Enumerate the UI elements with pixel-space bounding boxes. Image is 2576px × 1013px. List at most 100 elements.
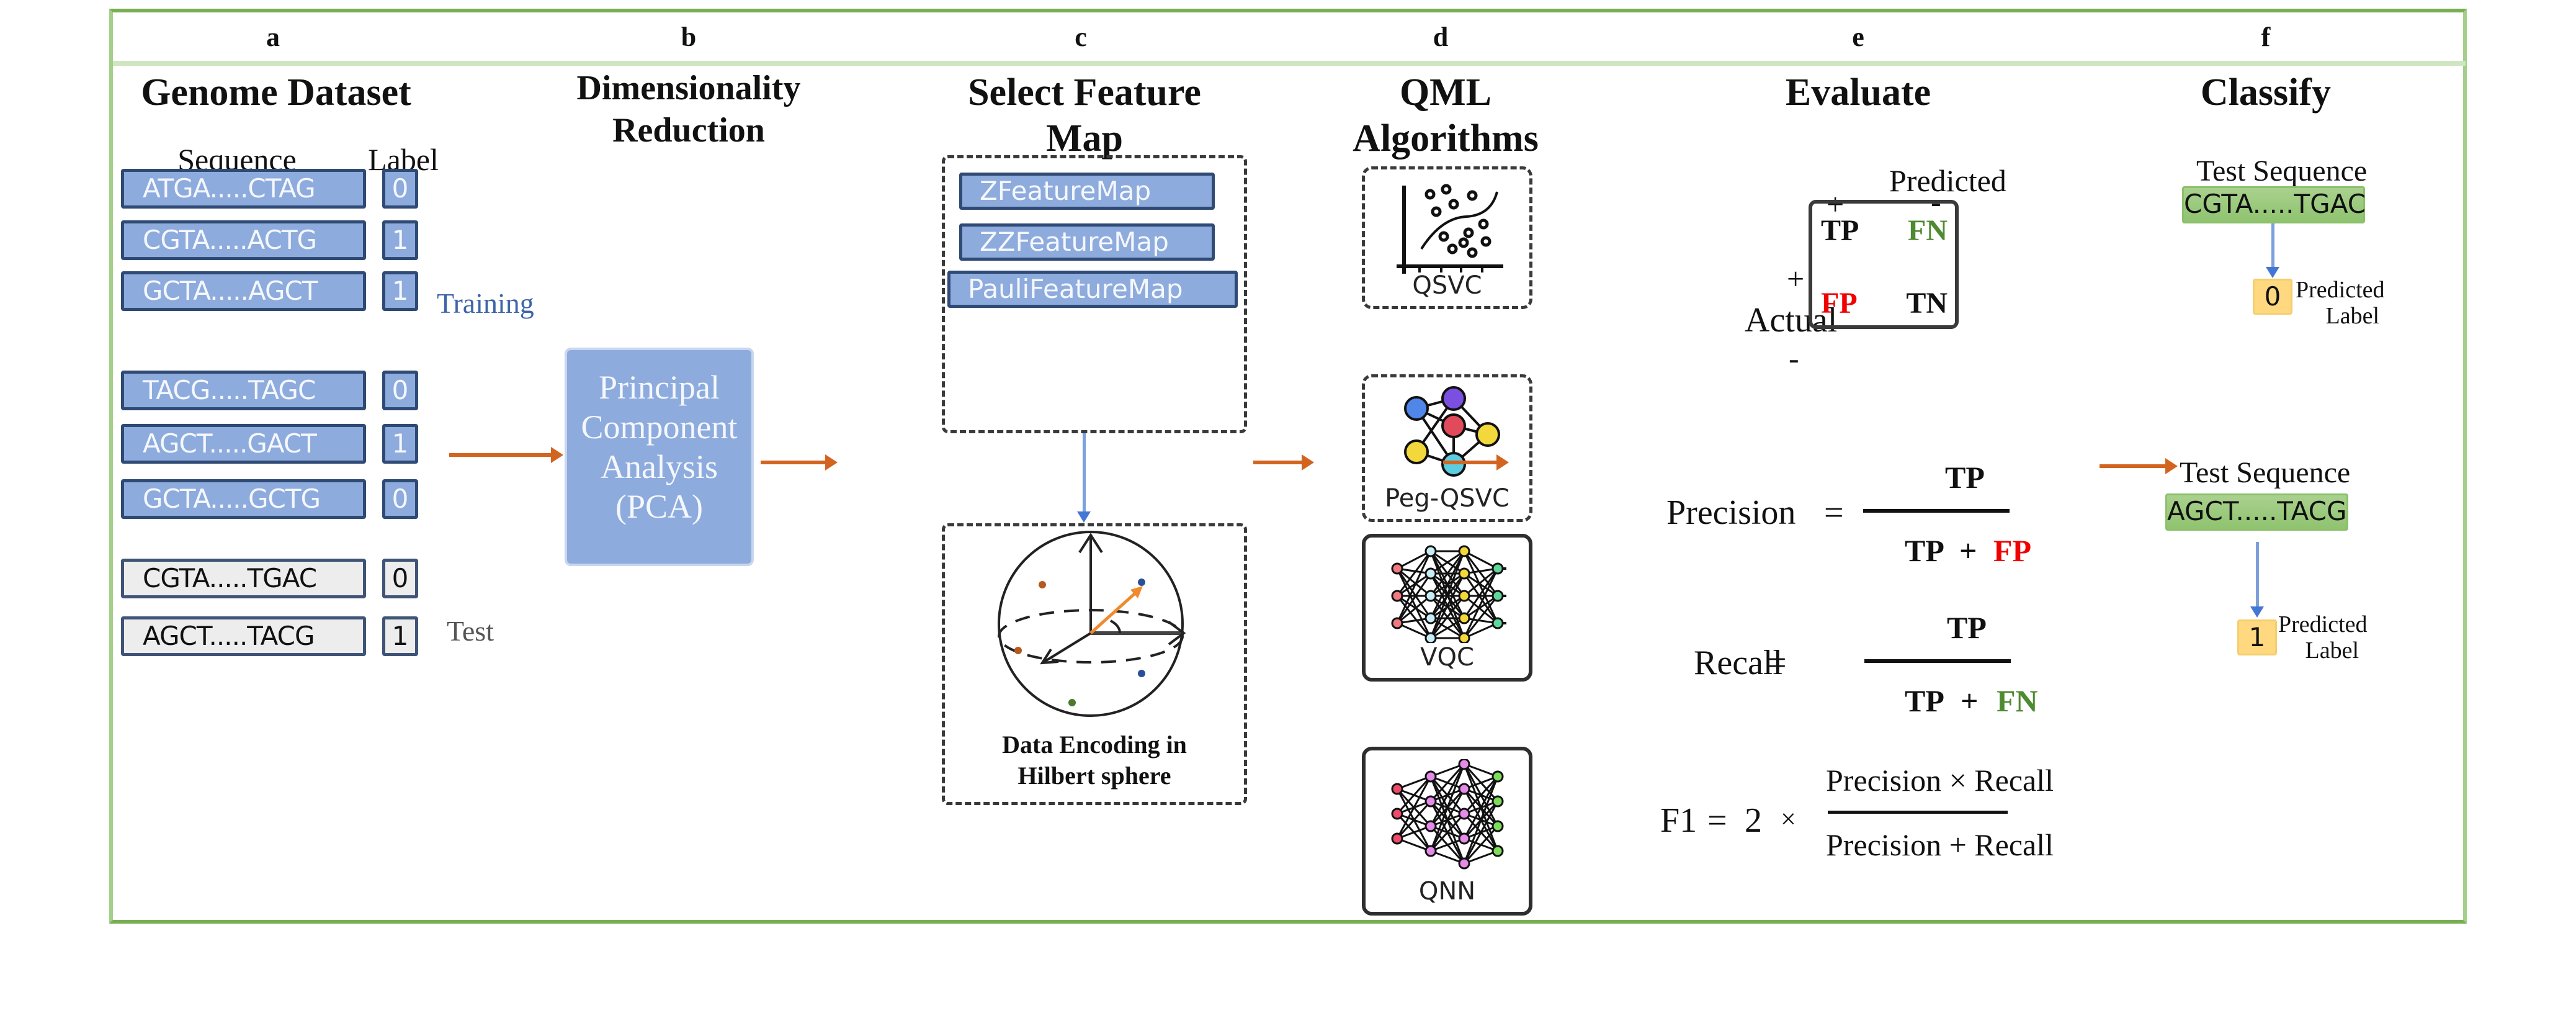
actual-plus: + <box>1787 261 1805 296</box>
network-node <box>1491 590 1503 602</box>
network-node <box>1458 808 1470 820</box>
predicted-label-caption-1: Predicted Label <box>2296 277 2385 329</box>
title-line: Reduction <box>612 111 765 150</box>
network-node <box>1391 808 1403 820</box>
f1-numerator: Precision × Recall <box>1826 763 2054 798</box>
network-node <box>1391 617 1403 629</box>
feature-map-group <box>942 155 1247 433</box>
flow-arrow-e-to-f <box>2100 458 2178 474</box>
algorithm-name: Peg-QSVC <box>1385 484 1509 513</box>
title-dimensionality-reduction: Dimensionality Reduction <box>577 67 801 151</box>
caption-line: Predicted <box>2296 277 2385 303</box>
recall-numerator: TP <box>1947 610 1987 645</box>
training-label: 0 <box>382 169 418 209</box>
network-node <box>1491 617 1503 629</box>
network-node <box>1458 759 1470 770</box>
network-node <box>1391 783 1403 795</box>
network-node <box>1391 590 1403 602</box>
feature-map-option-pauli[interactable]: PauliFeatureMap <box>947 271 1238 308</box>
feature-map-option-z[interactable]: ZFeatureMap <box>959 173 1215 210</box>
predicted-plus: + <box>1827 187 1845 222</box>
caption-line: Label <box>2305 637 2359 664</box>
network-node <box>1391 832 1403 845</box>
network-node <box>1491 820 1503 832</box>
pca-box: Principal Component Analysis (PCA) <box>565 348 754 566</box>
training-label: 1 <box>382 424 418 464</box>
predicted-axis-label: Predicted <box>1889 163 2006 198</box>
network-node <box>1458 612 1470 624</box>
training-tag: Training <box>437 287 534 319</box>
caption-line: Label <box>2325 303 2380 329</box>
algorithm-qnn[interactable]: QNN <box>1362 747 1532 916</box>
network-node <box>1424 795 1436 808</box>
f1-denominator: Precision + Recall <box>1826 827 2054 862</box>
training-label: 1 <box>382 220 418 260</box>
f1-times: × <box>1781 804 1796 834</box>
network-node <box>1424 567 1436 580</box>
flow-arrow-c-to-d <box>1253 454 1314 470</box>
connector-arrow-feature-to-sphere <box>1077 433 1091 523</box>
network-node <box>1424 590 1436 602</box>
actual-axis-label: Actual <box>1745 301 1838 340</box>
caption-line: Hilbert sphere <box>1017 762 1171 790</box>
algorithm-vqc[interactable]: VQC <box>1362 534 1532 682</box>
test-label: 0 <box>382 559 418 598</box>
column-letter-b: b <box>681 22 697 52</box>
caption-line: Predicted <box>2278 611 2368 637</box>
test-tag: Test <box>447 615 494 647</box>
network-node <box>1424 632 1436 643</box>
network-node <box>1458 832 1470 845</box>
title-evaluate: Evaluate <box>1785 71 1931 114</box>
recall-lhs: Recall <box>1694 644 1783 682</box>
neural-network-icon <box>1391 545 1506 643</box>
flow-arrow-d-to-e <box>1443 454 1509 470</box>
title-select-feature-map: Select Feature Map <box>968 70 1201 161</box>
network-node <box>1491 845 1503 857</box>
column-letter-d: d <box>1433 22 1449 52</box>
title-genome-dataset: Genome Dataset <box>141 71 411 114</box>
algorithm-peg-qsvc[interactable]: Peg-QSVC <box>1362 374 1532 522</box>
precision-den-plus: + <box>1959 533 1977 568</box>
precision-den-tp: TP <box>1905 533 1944 568</box>
pca-line: Analysis <box>601 448 718 485</box>
algorithm-name: VQC <box>1420 643 1474 672</box>
encoding-box <box>942 523 1247 805</box>
cell-fp: FP <box>1821 287 1858 320</box>
network-node <box>1458 857 1470 870</box>
scatter-plot-icon <box>1396 184 1503 274</box>
network-node <box>1424 770 1436 783</box>
precision-numerator: TP <box>1945 460 1985 495</box>
feature-map-option-zz[interactable]: ZZFeatureMap <box>959 223 1215 261</box>
cell-tn: TN <box>1906 287 1948 320</box>
predicted-label-1: 0 <box>2253 279 2292 315</box>
title-line: Map <box>1045 117 1123 160</box>
flow-arrow-a-to-b <box>449 447 563 463</box>
recall-fraction-bar <box>1864 659 2011 663</box>
neural-network-icon <box>1391 759 1503 870</box>
confusion-matrix: TP FN FP TN <box>1809 200 1959 329</box>
algorithm-qsvc[interactable]: QSVC <box>1362 166 1532 309</box>
network-node <box>1458 590 1470 602</box>
column-letter-e: e <box>1852 22 1864 52</box>
title-qml-algorithms: QML Algorithms <box>1353 70 1539 161</box>
network-node <box>1491 562 1503 575</box>
figure-frame <box>109 9 2467 924</box>
precision-equals: = <box>1824 493 1844 532</box>
training-label: 0 <box>382 479 418 519</box>
connector-arrow-classify-2 <box>2250 542 2264 618</box>
training-sequence: CGTA.....ACTG <box>121 220 366 260</box>
title-classify: Classify <box>2200 71 2332 114</box>
bloch-sphere-icon <box>998 531 1186 717</box>
algorithm-name: QNN <box>1418 877 1476 906</box>
training-sequence: TACG.....TAGC <box>121 371 366 410</box>
title-line: Algorithms <box>1353 117 1539 160</box>
caption-line: Data Encoding in <box>1002 731 1187 759</box>
test-label: 1 <box>382 616 418 656</box>
predicted-label-2: 1 <box>2237 619 2277 655</box>
recall-equals: = <box>1767 644 1787 682</box>
network-node <box>1424 845 1436 857</box>
network-node <box>1424 612 1436 624</box>
title-line: QML <box>1399 71 1492 114</box>
pca-line: Component <box>581 408 738 446</box>
pca-line: Principal <box>599 369 720 406</box>
